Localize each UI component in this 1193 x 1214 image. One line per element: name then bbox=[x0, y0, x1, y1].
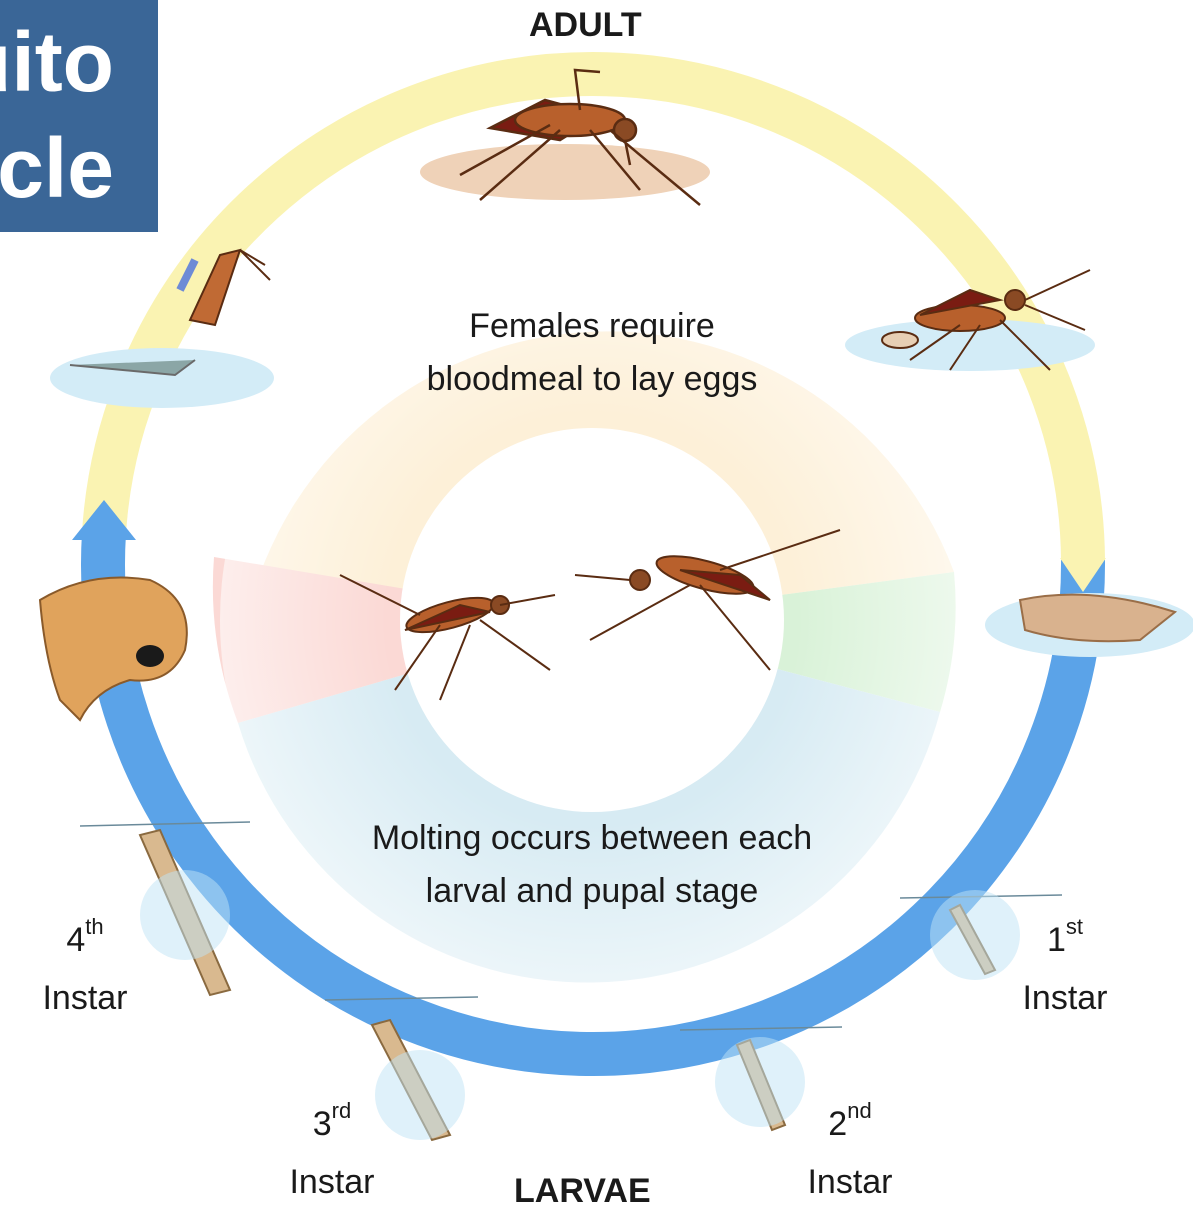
instar-4-suffix: th bbox=[85, 914, 103, 939]
instar-3-suffix: rd bbox=[332, 1098, 352, 1123]
title-line-2: ycle bbox=[0, 126, 114, 210]
instar-1-number: 1 bbox=[1047, 921, 1066, 959]
instar-label-4: 4th Instar bbox=[30, 912, 140, 1028]
instar-label-2: 2nd Instar bbox=[795, 1096, 905, 1212]
instar-label-1: 1st Instar bbox=[1010, 912, 1120, 1028]
instar-4-number: 4 bbox=[66, 921, 85, 959]
title-box: uito ycle bbox=[0, 0, 158, 232]
instar-3-number: 3 bbox=[313, 1105, 332, 1143]
stage-label-adult: ADULT bbox=[529, 6, 642, 45]
instar-1-word: Instar bbox=[1010, 970, 1120, 1028]
instar-3-word: Instar bbox=[277, 1154, 387, 1212]
note-molting: Molting occurs between each larval and p… bbox=[346, 812, 838, 917]
instar-1-suffix: st bbox=[1066, 914, 1083, 939]
instar-label-3: 3rd Instar bbox=[277, 1096, 387, 1212]
instar-2-number: 2 bbox=[828, 1105, 847, 1143]
instar-2-word: Instar bbox=[795, 1154, 905, 1212]
instar-4-word: Instar bbox=[30, 970, 140, 1028]
instar-2-suffix: nd bbox=[847, 1098, 871, 1123]
note-females: Females require bloodmeal to lay eggs bbox=[392, 300, 792, 405]
stage-label-larvae: LARVAE bbox=[514, 1172, 651, 1211]
title-line-1: uito bbox=[0, 20, 114, 104]
